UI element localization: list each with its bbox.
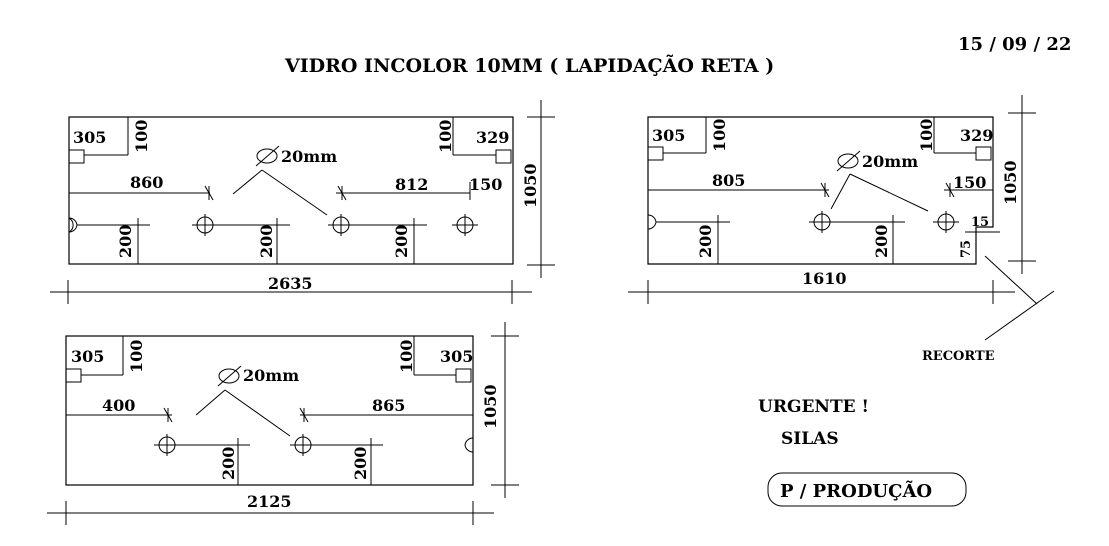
panel-3-height: 1050 — [481, 384, 500, 429]
panel-2-height: 1050 — [1001, 160, 1020, 205]
panel-3-hole-label: 20mm — [243, 366, 299, 385]
panel-2-width: 1610 — [802, 269, 847, 288]
panel-1-dim-812: 812 — [395, 175, 428, 194]
panel-2-dim-805: 805 — [712, 171, 745, 190]
panel-1-dim-150: 150 — [469, 175, 502, 194]
panel-2-outline — [647, 116, 994, 265]
panel-1: 305 100 100 329 20mm 860 812 150 — [50, 100, 555, 304]
panel-3-corner-box-left — [65, 368, 82, 383]
panel-2-right-top: 100 — [917, 119, 936, 152]
panel-2-corner-box-left — [647, 146, 664, 161]
panel-1-outline — [68, 116, 514, 265]
panel-2-notch-height: 75 — [959, 240, 974, 258]
panel-1-corner-box-left — [68, 149, 85, 164]
panel-3-v-200-a: 200 — [219, 447, 238, 480]
panel-3-right-top: 100 — [397, 340, 416, 373]
panel-2-v-200-b: 200 — [872, 225, 891, 258]
panel-3-right-offset: 305 — [440, 347, 473, 366]
panel-3: 305 100 100 305 20mm 400 865 200 200 — [47, 322, 519, 525]
name-note: SILAS — [781, 429, 839, 449]
panel-1-left-top: 100 — [132, 120, 151, 153]
panel-3-corner-box-right — [455, 368, 472, 383]
panel-2-left-top: 100 — [710, 119, 729, 152]
drawing-title: VIDRO INCOLOR 10MM ( LAPIDAÇÃO RETA ) — [284, 54, 774, 77]
panel-1-right-top: 100 — [436, 120, 455, 153]
panel-1-v-200-a: 200 — [116, 225, 135, 258]
panel-2-left-offset: 305 — [652, 126, 685, 145]
panel-1-dim-860: 860 — [130, 173, 163, 192]
panel-3-left-offset: 305 — [71, 347, 104, 366]
panel-2-notch-width: 15 — [971, 215, 989, 230]
panel-1-v-200-b: 200 — [257, 225, 276, 258]
urgent-note: URGENTE ! — [758, 397, 869, 417]
panel-1-left-offset: 305 — [73, 128, 106, 147]
panel-2-v-200-a: 200 — [696, 225, 715, 258]
panel-2-hole-label: 20mm — [862, 152, 918, 171]
panel-3-width: 2125 — [247, 492, 292, 511]
panel-3-dim-865: 865 — [372, 396, 405, 415]
panel-1-height: 1050 — [521, 163, 540, 208]
panel-2-recorte-label: RECORTE — [922, 349, 995, 364]
panel-2: 305 100 100 329 20mm 805 150 200 200 — [628, 95, 1055, 364]
production-stamp-border — [767, 472, 967, 507]
panel-1-right-offset: 329 — [476, 128, 509, 147]
drawing-date: 15 / 09 / 22 — [958, 34, 1071, 55]
panel-3-left-top: 100 — [127, 340, 146, 373]
panel-3-outline — [65, 335, 474, 486]
panel-3-dim-400: 400 — [102, 396, 135, 415]
panel-1-width: 2635 — [268, 274, 313, 293]
panel-2-corner-box-right — [975, 146, 992, 161]
panel-3-v-200-b: 200 — [351, 447, 370, 480]
panel-1-corner-box-right — [495, 149, 512, 164]
panel-2-right-offset: 329 — [960, 126, 993, 145]
panel-1-v-200-c: 200 — [392, 225, 411, 258]
panel-2-dim-150: 150 — [953, 173, 986, 192]
panel-1-hole-label: 20mm — [281, 147, 337, 166]
production-stamp: P / PRODUÇÃO — [780, 479, 932, 502]
